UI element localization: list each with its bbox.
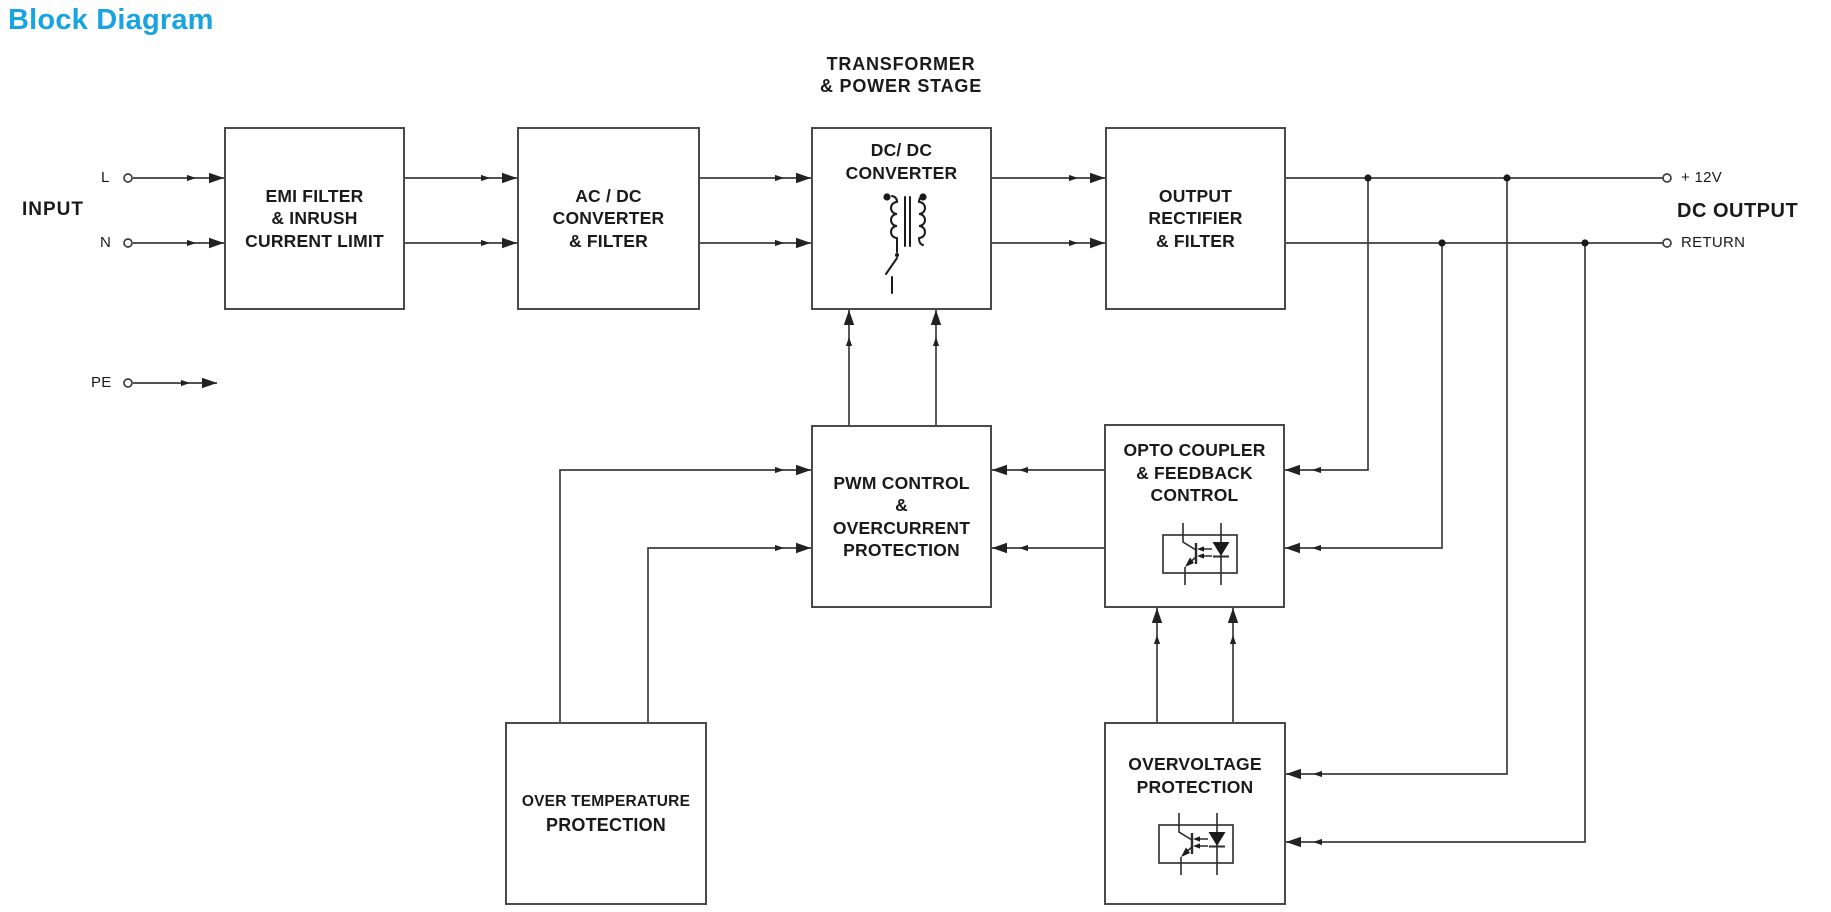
block-label-line: & FILTER — [568, 230, 649, 251]
block-label-line: & FILTER — [1155, 230, 1236, 251]
block-over-temperature-protection: OVER TEMPERATURE PROTECTION — [505, 722, 707, 905]
input-label: INPUT — [22, 199, 84, 220]
block-label-line: OUTPUT — [1158, 185, 1233, 206]
block-label-line: RECTIFIER — [1148, 208, 1243, 229]
stage-label-line1: TRANSFORMER — [826, 54, 976, 74]
terminal-circle-l — [123, 173, 133, 183]
terminal-label-return: RETURN — [1681, 234, 1746, 251]
terminal-label-n: N — [100, 234, 112, 251]
block-label-line: OPTO COUPLER — [1123, 440, 1266, 460]
terminal-circle-pe — [123, 378, 133, 388]
page-title: Block Diagram — [8, 4, 214, 36]
block-label-line: PROTECTION — [843, 540, 960, 560]
block-overvoltage-protection: OVERVOLTAGE PROTECTION — [1104, 722, 1286, 905]
terminal-circle-12v — [1662, 173, 1672, 183]
stage-label-line2: & POWER STAGE — [819, 76, 983, 96]
block-label-line: OVERVOLTAGE — [1128, 754, 1262, 774]
block-label-line: OVER TEMPERATURE — [521, 793, 691, 810]
terminal-label-12v: + 12V — [1681, 169, 1723, 186]
block-pwm-control: PWM CONTROL & OVERCURRENT PROTECTION — [811, 425, 992, 608]
block-label-line: PROTECTION — [1136, 776, 1254, 797]
block-opto-coupler: OPTO COUPLER & FEEDBACK CONTROL — [1104, 424, 1285, 608]
output-terminals — [1662, 173, 1672, 248]
block-label-line: AC / DC — [575, 185, 642, 206]
block-output-rectifier: OUTPUT RECTIFIER & FILTER — [1105, 127, 1286, 310]
block-label-line: CURRENT LIMIT — [245, 230, 384, 251]
dc-output-label: DC OUTPUT — [1677, 200, 1799, 222]
block-label-line: & INRUSH — [271, 208, 358, 229]
block-label-line: CONVERTER — [552, 208, 665, 229]
block-label-line: PROTECTION — [545, 814, 666, 835]
block-label-line: CONTROL — [1150, 485, 1239, 505]
block-emi-filter: EMI FILTER & INRUSH CURRENT LIMIT — [224, 127, 405, 310]
block-label-line: DC/ DC — [870, 140, 933, 160]
block-label-line: OVERCURRENT — [832, 517, 971, 538]
terminal-circle-return — [1662, 238, 1672, 248]
junction-dots — [1364, 174, 1589, 247]
input-terminals — [123, 173, 133, 388]
block-label-line: EMI FILTER — [265, 185, 364, 206]
terminal-circle-n — [123, 238, 133, 248]
terminal-label-pe: PE — [91, 374, 112, 391]
terminal-label-l: L — [101, 169, 110, 186]
block-ac-dc-converter: AC / DC CONVERTER & FILTER — [517, 127, 700, 310]
block-label-line: & FEEDBACK — [1136, 462, 1253, 483]
transformer-stage-label: TRANSFORMER & POWER STAGE — [760, 53, 1042, 97]
block-label-line: & — [895, 495, 908, 515]
block-label-line: CONVERTER — [845, 162, 958, 183]
block-label-line: PWM CONTROL — [833, 472, 970, 493]
block-dc-dc-converter: DC/ DC CONVERTER — [811, 127, 992, 310]
